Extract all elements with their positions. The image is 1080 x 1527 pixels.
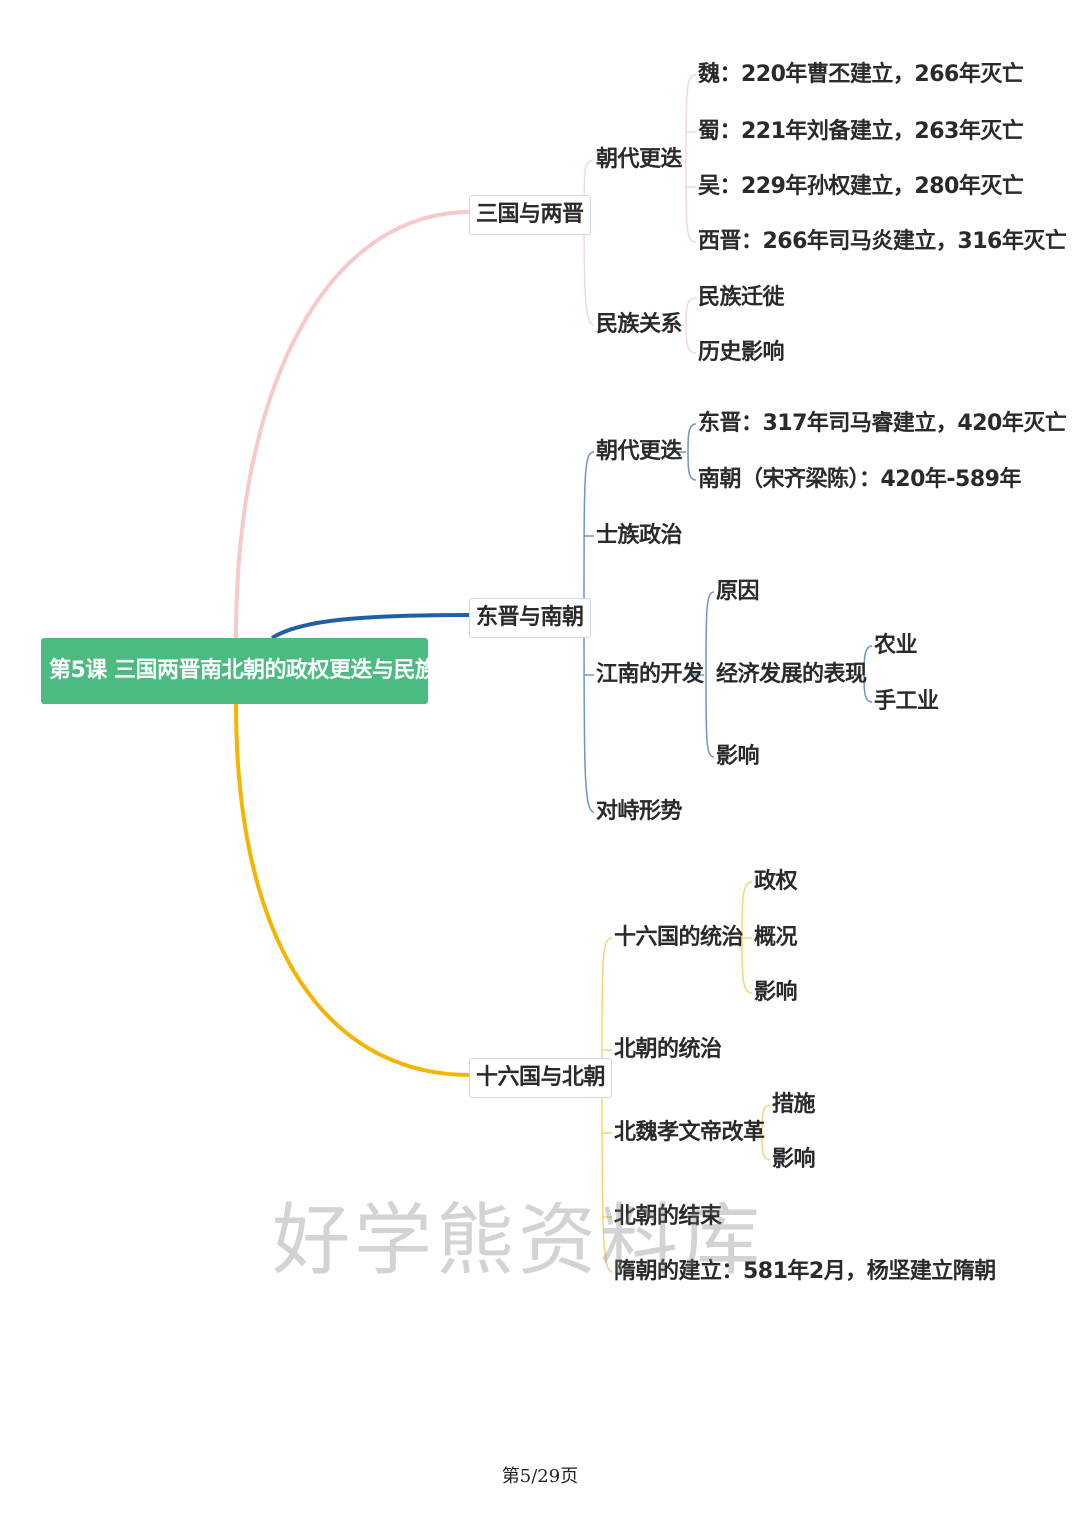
node-southern-dynasties[interactable]: 南朝（宋齐梁陈）：420年-589年 <box>698 467 1021 492</box>
node-overview[interactable]: 概况 <box>754 925 798 950</box>
node-b1-ethnic[interactable]: 民族关系 <box>596 312 683 337</box>
node-reform-impact[interactable]: 影响 <box>772 1147 816 1172</box>
watermark-text: 好学熊资料库 <box>272 1196 765 1286</box>
node-b1-dynasty[interactable]: 朝代更迭 <box>596 147 683 172</box>
node-western-jin[interactable]: 西晋：266年司马炎建立，316年灭亡 <box>698 229 1067 254</box>
root-topic[interactable]: 第5课 三国两晋南北朝的政权更迭与民族交融 <box>41 638 480 704</box>
node-eastern-jin[interactable]: 东晋：317年司马睿建立，420年灭亡 <box>698 411 1067 436</box>
node-wu[interactable]: 吴：229年孙权建立，280年灭亡 <box>698 174 1024 199</box>
node-xiaowen-reform[interactable]: 北魏孝文帝改革 <box>614 1120 765 1145</box>
node-shu[interactable]: 蜀：221年刘备建立，263年灭亡 <box>698 119 1024 144</box>
node-handicraft[interactable]: 手工业 <box>874 689 939 714</box>
node-northern-rule[interactable]: 北朝的统治 <box>614 1037 722 1062</box>
node-regimes[interactable]: 政权 <box>754 869 798 894</box>
node-jiangnan-impact[interactable]: 影响 <box>716 744 760 769</box>
node-b2-dynasty[interactable]: 朝代更迭 <box>596 439 683 464</box>
node-economy-performance[interactable]: 经济发展的表现 <box>716 662 867 687</box>
branch-three-kingdoms[interactable]: 三国与两晋 <box>469 195 591 235</box>
node-migration[interactable]: 民族迁徙 <box>698 285 785 310</box>
connector-branch-sixteen-kingdoms <box>234 703 471 1077</box>
node-reason[interactable]: 原因 <box>716 579 760 604</box>
connector-branch-three-kingdoms <box>234 210 471 639</box>
branch-sixteen-kingdoms-northern[interactable]: 十六国与北朝 <box>469 1058 613 1098</box>
page-number: 第5/29页 <box>501 1466 579 1487</box>
node-gentry-politics[interactable]: 士族政治 <box>596 523 683 548</box>
node-sixteen-rule[interactable]: 十六国的统治 <box>614 925 744 950</box>
node-measures[interactable]: 措施 <box>772 1092 816 1117</box>
node-wei[interactable]: 魏：220年曹丕建立，266年灭亡 <box>698 62 1024 87</box>
node-sixteen-impact[interactable]: 影响 <box>754 980 798 1005</box>
node-confrontation[interactable]: 对峙形势 <box>596 799 683 824</box>
node-jiangnan-development[interactable]: 江南的开发 <box>596 662 704 687</box>
node-agriculture[interactable]: 农业 <box>874 633 918 658</box>
branch-eastern-jin-southern[interactable]: 东晋与南朝 <box>469 598 591 638</box>
node-northern-end[interactable]: 北朝的结束 <box>614 1204 722 1229</box>
connector-branch-eastern-jin <box>270 613 471 640</box>
node-historical-impact[interactable]: 历史影响 <box>698 340 785 365</box>
node-sui-founding[interactable]: 隋朝的建立：581年2月，杨坚建立隋朝 <box>614 1259 996 1284</box>
